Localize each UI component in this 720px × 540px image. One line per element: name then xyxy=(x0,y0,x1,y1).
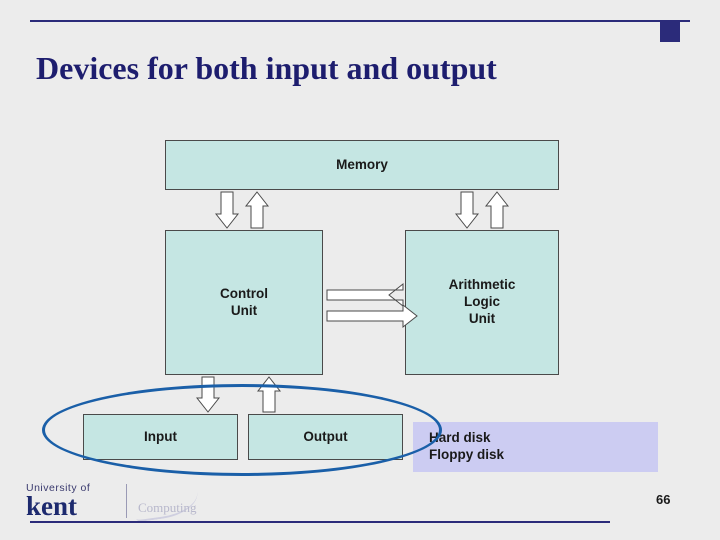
control-unit-label-line2: Unit xyxy=(230,302,258,318)
university-logo: University of kent Computing xyxy=(26,477,226,523)
page-number: 66 xyxy=(656,492,671,507)
arrow-control-to-alu xyxy=(326,303,418,329)
control-unit-box: Control Unit xyxy=(165,230,323,375)
io-group-ellipse xyxy=(42,384,442,476)
floppy-disk-label: Floppy disk xyxy=(429,447,505,462)
logo-computing-text: Computing xyxy=(138,500,197,515)
disk-devices-box: Hard disk Floppy disk xyxy=(413,422,658,472)
logo-divider xyxy=(126,484,127,518)
arrow-memory-to-control xyxy=(214,191,240,229)
page-title: Devices for both input and output xyxy=(36,50,497,86)
arrow-memory-to-alu xyxy=(454,191,480,229)
alu-label-line3: Unit xyxy=(468,310,496,326)
logo-university-text: University of xyxy=(26,482,91,494)
arrow-alu-to-memory xyxy=(484,191,510,229)
alu-label-line2: Logic xyxy=(463,294,500,310)
control-unit-label-line1: Control xyxy=(220,285,268,301)
top-divider xyxy=(30,20,690,22)
top-right-square-accent xyxy=(660,22,680,42)
alu-label-line1: Arithmetic xyxy=(448,277,516,293)
bottom-divider xyxy=(30,521,610,523)
hard-disk-label: Hard disk xyxy=(429,430,491,446)
arrow-control-to-memory xyxy=(244,191,270,229)
logo-kent-text: kent xyxy=(26,491,78,521)
memory-label: Memory xyxy=(336,156,388,172)
memory-box: Memory xyxy=(165,140,559,190)
arithmetic-logic-unit-box: Arithmetic Logic Unit xyxy=(405,230,559,375)
arrow-alu-to-control xyxy=(326,282,404,308)
